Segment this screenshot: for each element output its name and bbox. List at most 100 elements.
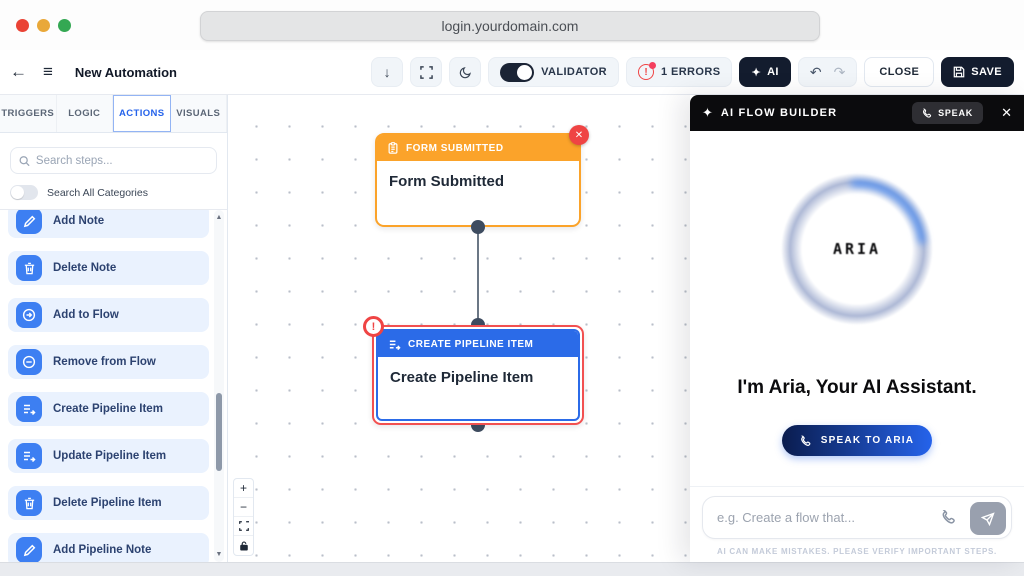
arrow-circle-icon	[16, 302, 42, 328]
lock-icon	[239, 541, 248, 550]
node-create-pipeline-item[interactable]: CREATE PIPELINE ITEM Create Pipeline Ite…	[363, 316, 584, 425]
trash-icon	[16, 255, 42, 281]
scroll-up-icon[interactable]: ▲	[215, 214, 223, 221]
menu-icon[interactable]: ≡	[43, 62, 53, 81]
scroll-down-icon[interactable]: ▼	[215, 551, 223, 558]
list-item-add-pipeline-note[interactable]: Add Pipeline Note	[8, 533, 209, 562]
ai-panel-title: AI FLOW BUILDER	[720, 107, 838, 119]
tab-triggers[interactable]: TRIGGERS	[0, 95, 57, 132]
undo-button[interactable]: ↶	[809, 63, 822, 80]
speak-button[interactable]: SPEAK	[912, 102, 984, 124]
fullscreen-icon	[419, 65, 433, 79]
canvas-controls: + −	[233, 478, 254, 556]
ai-prompt-box[interactable]	[702, 496, 1012, 539]
search-all-categories-label: Search All Categories	[47, 186, 148, 199]
ai-disclaimer: AI CAN MAKE MISTAKES. PLEASE VERIFY IMPO…	[717, 547, 997, 556]
window-bottom-edge	[0, 562, 1024, 576]
save-button[interactable]: SAVE	[941, 57, 1014, 87]
list-item-label: Delete Note	[53, 262, 117, 274]
ai-button-label: AI	[767, 66, 779, 78]
phone-icon	[800, 435, 811, 446]
traffic-lights	[16, 18, 71, 32]
error-icon: !	[638, 62, 656, 80]
trash-icon	[16, 490, 42, 516]
ai-button[interactable]: ✦ AI	[739, 57, 791, 87]
list-item-delete-note[interactable]: Delete Note	[8, 251, 209, 285]
step-list: Add Note Delete Note Add to Flow	[0, 209, 227, 562]
close-window-icon[interactable]	[16, 18, 29, 32]
validator-toggle[interactable]: VALIDATOR	[488, 57, 619, 87]
dark-mode-button[interactable]	[449, 57, 482, 87]
speak-to-aria-button[interactable]: SPEAK TO ARIA	[781, 425, 933, 456]
voice-input-icon[interactable]	[941, 509, 957, 525]
zoom-window-icon[interactable]	[58, 18, 71, 32]
close-button[interactable]: CLOSE	[864, 57, 935, 87]
zoom-out-button[interactable]: −	[234, 498, 253, 517]
minus-circle-icon	[16, 349, 42, 375]
list-item-label: Add to Flow	[53, 309, 119, 321]
undo-redo-group: ↶ ↷	[797, 57, 858, 87]
pipeline-arrow-icon	[16, 396, 42, 422]
node-form-submitted[interactable]: FORM SUBMITTED Form Submitted ✕	[375, 125, 589, 227]
ai-prompt-input[interactable]	[717, 510, 959, 525]
download-button[interactable]: ↓	[371, 57, 404, 87]
aria-logo-text: ARIA	[832, 240, 882, 258]
sparkle-icon: ✦	[751, 66, 762, 79]
node-close-button[interactable]: ✕	[569, 125, 589, 145]
app-toolbar: ← ≡ New Automation ↓ VALIDATOR !	[0, 50, 1024, 95]
list-item-update-pipeline-item[interactable]: Update Pipeline Item	[8, 439, 209, 473]
list-item-label: Update Pipeline Item	[53, 450, 167, 462]
list-item-label: Add Note	[53, 215, 105, 227]
pencil-icon	[16, 210, 42, 234]
list-item-add-note[interactable]: Add Note	[8, 210, 209, 238]
list-item-add-to-flow[interactable]: Add to Flow	[8, 298, 209, 332]
search-steps-box[interactable]	[10, 147, 217, 174]
sparkle-icon: ✦	[702, 105, 713, 120]
ai-input-area: AI CAN MAKE MISTAKES. PLEASE VERIFY IMPO…	[690, 486, 1024, 562]
page-title: New Automation	[74, 64, 177, 80]
scrollbar-thumb[interactable]	[216, 393, 222, 471]
list-item-label: Create Pipeline Item	[53, 403, 163, 415]
clipboard-icon	[388, 142, 398, 154]
phone-icon	[923, 108, 932, 118]
url-bar[interactable]: login.yourdomain.com	[200, 11, 820, 41]
list-item-create-pipeline-item[interactable]: Create Pipeline Item	[8, 392, 209, 426]
zoom-in-button[interactable]: +	[234, 479, 253, 498]
list-item-delete-pipeline-item[interactable]: Delete Pipeline Item	[8, 486, 209, 520]
sidebar-tabs: TRIGGERS LOGIC ACTIONS VISUALS	[0, 95, 227, 133]
errors-button[interactable]: ! 1 ERRORS	[626, 57, 733, 87]
validator-switch[interactable]	[500, 62, 535, 82]
list-item-remove-from-flow[interactable]: Remove from Flow	[8, 345, 209, 379]
error-mark: !	[644, 66, 648, 78]
pencil-icon	[16, 537, 42, 562]
list-item-label: Delete Pipeline Item	[53, 497, 162, 509]
search-all-categories-toggle[interactable]	[10, 185, 38, 200]
pipeline-arrow-icon	[389, 340, 401, 350]
validator-label: VALIDATOR	[541, 66, 607, 78]
list-item-label: Add Pipeline Note	[53, 544, 152, 556]
connector-handle[interactable]	[471, 220, 485, 234]
browser-bar: login.yourdomain.com	[0, 0, 1024, 50]
sidebar-scrollbar[interactable]: ▲ ▼	[214, 210, 224, 562]
ai-panel-header: ✦ AI FLOW BUILDER SPEAK ✕	[690, 95, 1024, 131]
fit-view-button[interactable]	[234, 517, 253, 536]
save-button-label: SAVE	[971, 66, 1002, 78]
search-steps-input[interactable]	[35, 154, 208, 167]
tab-visuals[interactable]: VISUALS	[171, 95, 227, 132]
node-header: FORM SUBMITTED	[377, 135, 579, 161]
node-header-label: FORM SUBMITTED	[406, 142, 504, 154]
node-connection-edge	[477, 227, 479, 327]
send-button[interactable]	[970, 502, 1006, 535]
speak-to-aria-label: SPEAK TO ARIA	[820, 435, 915, 446]
fullscreen-button[interactable]	[410, 57, 443, 87]
redo-button[interactable]: ↷	[833, 63, 846, 80]
minimize-window-icon[interactable]	[37, 18, 50, 32]
speak-button-label: SPEAK	[938, 108, 974, 118]
moon-icon	[459, 66, 471, 78]
tab-actions[interactable]: ACTIONS	[113, 95, 171, 132]
back-button[interactable]: ←	[10, 62, 27, 81]
tab-logic[interactable]: LOGIC	[57, 95, 113, 132]
lock-button[interactable]	[234, 536, 253, 555]
close-panel-icon[interactable]: ✕	[1001, 105, 1012, 120]
